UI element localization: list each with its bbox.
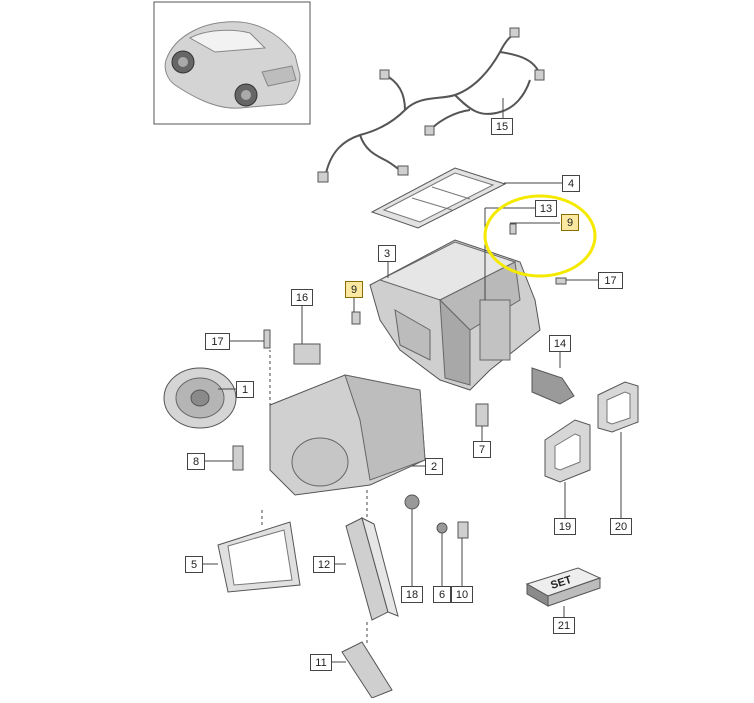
part-label-15[interactable]: 15 xyxy=(491,118,513,135)
part-label-2[interactable]: 2 xyxy=(425,458,443,475)
part-label-18[interactable]: 18 xyxy=(401,586,423,603)
part-label-5[interactable]: 5 xyxy=(185,556,203,573)
filter-frame xyxy=(370,167,507,229)
part-label-9-upper[interactable]: 9 xyxy=(561,214,579,231)
part-label-7[interactable]: 7 xyxy=(473,441,491,458)
part-label-19[interactable]: 19 xyxy=(554,518,576,535)
part-label-1[interactable]: 1 xyxy=(236,381,254,398)
evaporator-core xyxy=(345,517,399,621)
vehicle-thumbnail xyxy=(153,1,311,125)
wiring-harness xyxy=(324,33,541,179)
air-ducts xyxy=(544,381,639,483)
leader-lines xyxy=(203,98,622,663)
cover-plate xyxy=(341,641,393,699)
part-label-3[interactable]: 3 xyxy=(378,245,396,262)
part-label-11[interactable]: 11 xyxy=(310,654,332,671)
part-label-9-lower[interactable]: 9 xyxy=(345,281,363,298)
part-label-16[interactable]: 16 xyxy=(291,289,313,306)
part-label-14[interactable]: 14 xyxy=(549,335,571,352)
part-label-13[interactable]: 13 xyxy=(535,200,557,217)
lower-housing xyxy=(269,374,426,496)
part-label-4[interactable]: 4 xyxy=(562,175,580,192)
blower-fan xyxy=(163,367,237,429)
seal-frame xyxy=(217,521,301,593)
part-label-12[interactable]: 12 xyxy=(313,556,335,573)
highlight-annotation-circle xyxy=(483,194,597,278)
hvac-housing xyxy=(369,239,541,391)
part-label-17-right[interactable]: 17 xyxy=(598,272,623,289)
part-label-10[interactable]: 10 xyxy=(451,586,473,603)
small-parts xyxy=(232,223,575,539)
part-label-17-left[interactable]: 17 xyxy=(205,333,230,350)
part-label-6[interactable]: 6 xyxy=(433,586,451,603)
harness-connectors xyxy=(317,27,545,183)
part-label-20[interactable]: 20 xyxy=(610,518,632,535)
part-label-8[interactable]: 8 xyxy=(187,453,205,470)
part-label-21[interactable]: 21 xyxy=(553,617,575,634)
set-box: SET xyxy=(525,567,602,607)
